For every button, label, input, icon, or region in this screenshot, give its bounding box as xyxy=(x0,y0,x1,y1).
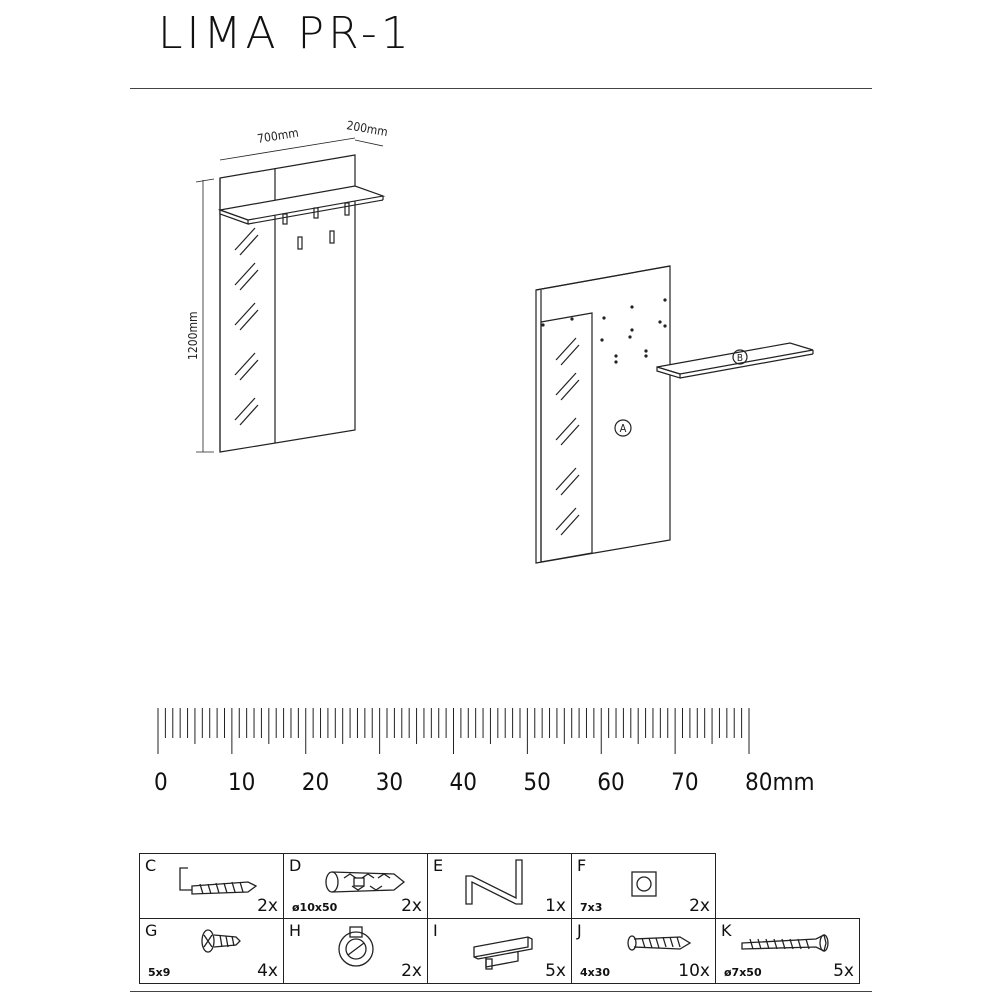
allen-key-icon xyxy=(465,859,523,905)
label-b: B xyxy=(737,353,743,364)
empty-cell xyxy=(715,853,860,919)
part-cell-c: C 2x xyxy=(139,853,284,919)
ruler-label: 70 xyxy=(671,768,698,796)
product-title: LIMA PR-1 xyxy=(158,8,413,59)
part-cell-f: F 7x3 2x xyxy=(571,853,716,919)
part-cell-k: K ø7x50 5x xyxy=(715,918,860,984)
ruler-label: 30 xyxy=(376,768,403,796)
ruler-label: 10 xyxy=(228,768,255,796)
wood-screw-icon xyxy=(627,935,692,951)
ruler: 0 10 20 30 40 50 60 70 80mm xyxy=(154,708,815,796)
bottom-divider xyxy=(130,991,872,992)
parts-table: C 2x D ø10x50 2x xyxy=(139,853,860,984)
hook-screw-icon xyxy=(179,867,258,895)
part-cell-j: J 4x30 10x xyxy=(571,918,716,984)
ruler-label: 80mm xyxy=(745,768,815,796)
assembled-unit-drawing xyxy=(195,137,386,453)
label-a: A xyxy=(620,422,627,435)
coat-hook-icon xyxy=(473,936,533,970)
depth-dimension: 200mm xyxy=(345,118,388,139)
part-cell-i: I 5x xyxy=(427,918,572,984)
title-divider xyxy=(130,88,872,89)
cam-lock-icon xyxy=(338,926,374,967)
part-cell-d: D ø10x50 2x xyxy=(283,853,428,919)
width-dimension: 700mm xyxy=(256,126,299,146)
ruler-label: 60 xyxy=(597,768,624,796)
part-cell-e: E 1x xyxy=(427,853,572,919)
pad-icon xyxy=(631,871,657,897)
height-dimension: 1200mm xyxy=(186,311,200,360)
ruler-label: 50 xyxy=(523,768,550,796)
assembly-drawing: 700mm 200mm 1200mm A B xyxy=(186,118,814,564)
wall-plug-icon xyxy=(325,871,406,893)
ruler-label: 40 xyxy=(450,768,477,796)
part-cell-g: G 5x9 4x xyxy=(139,918,284,984)
ruler-label: 20 xyxy=(302,768,329,796)
part-cell-h: H 2x xyxy=(283,918,428,984)
short-screw-icon xyxy=(201,929,241,953)
long-screw-icon xyxy=(741,934,829,952)
ruler-label: 0 xyxy=(154,768,168,796)
exploded-view-drawing xyxy=(535,265,814,564)
